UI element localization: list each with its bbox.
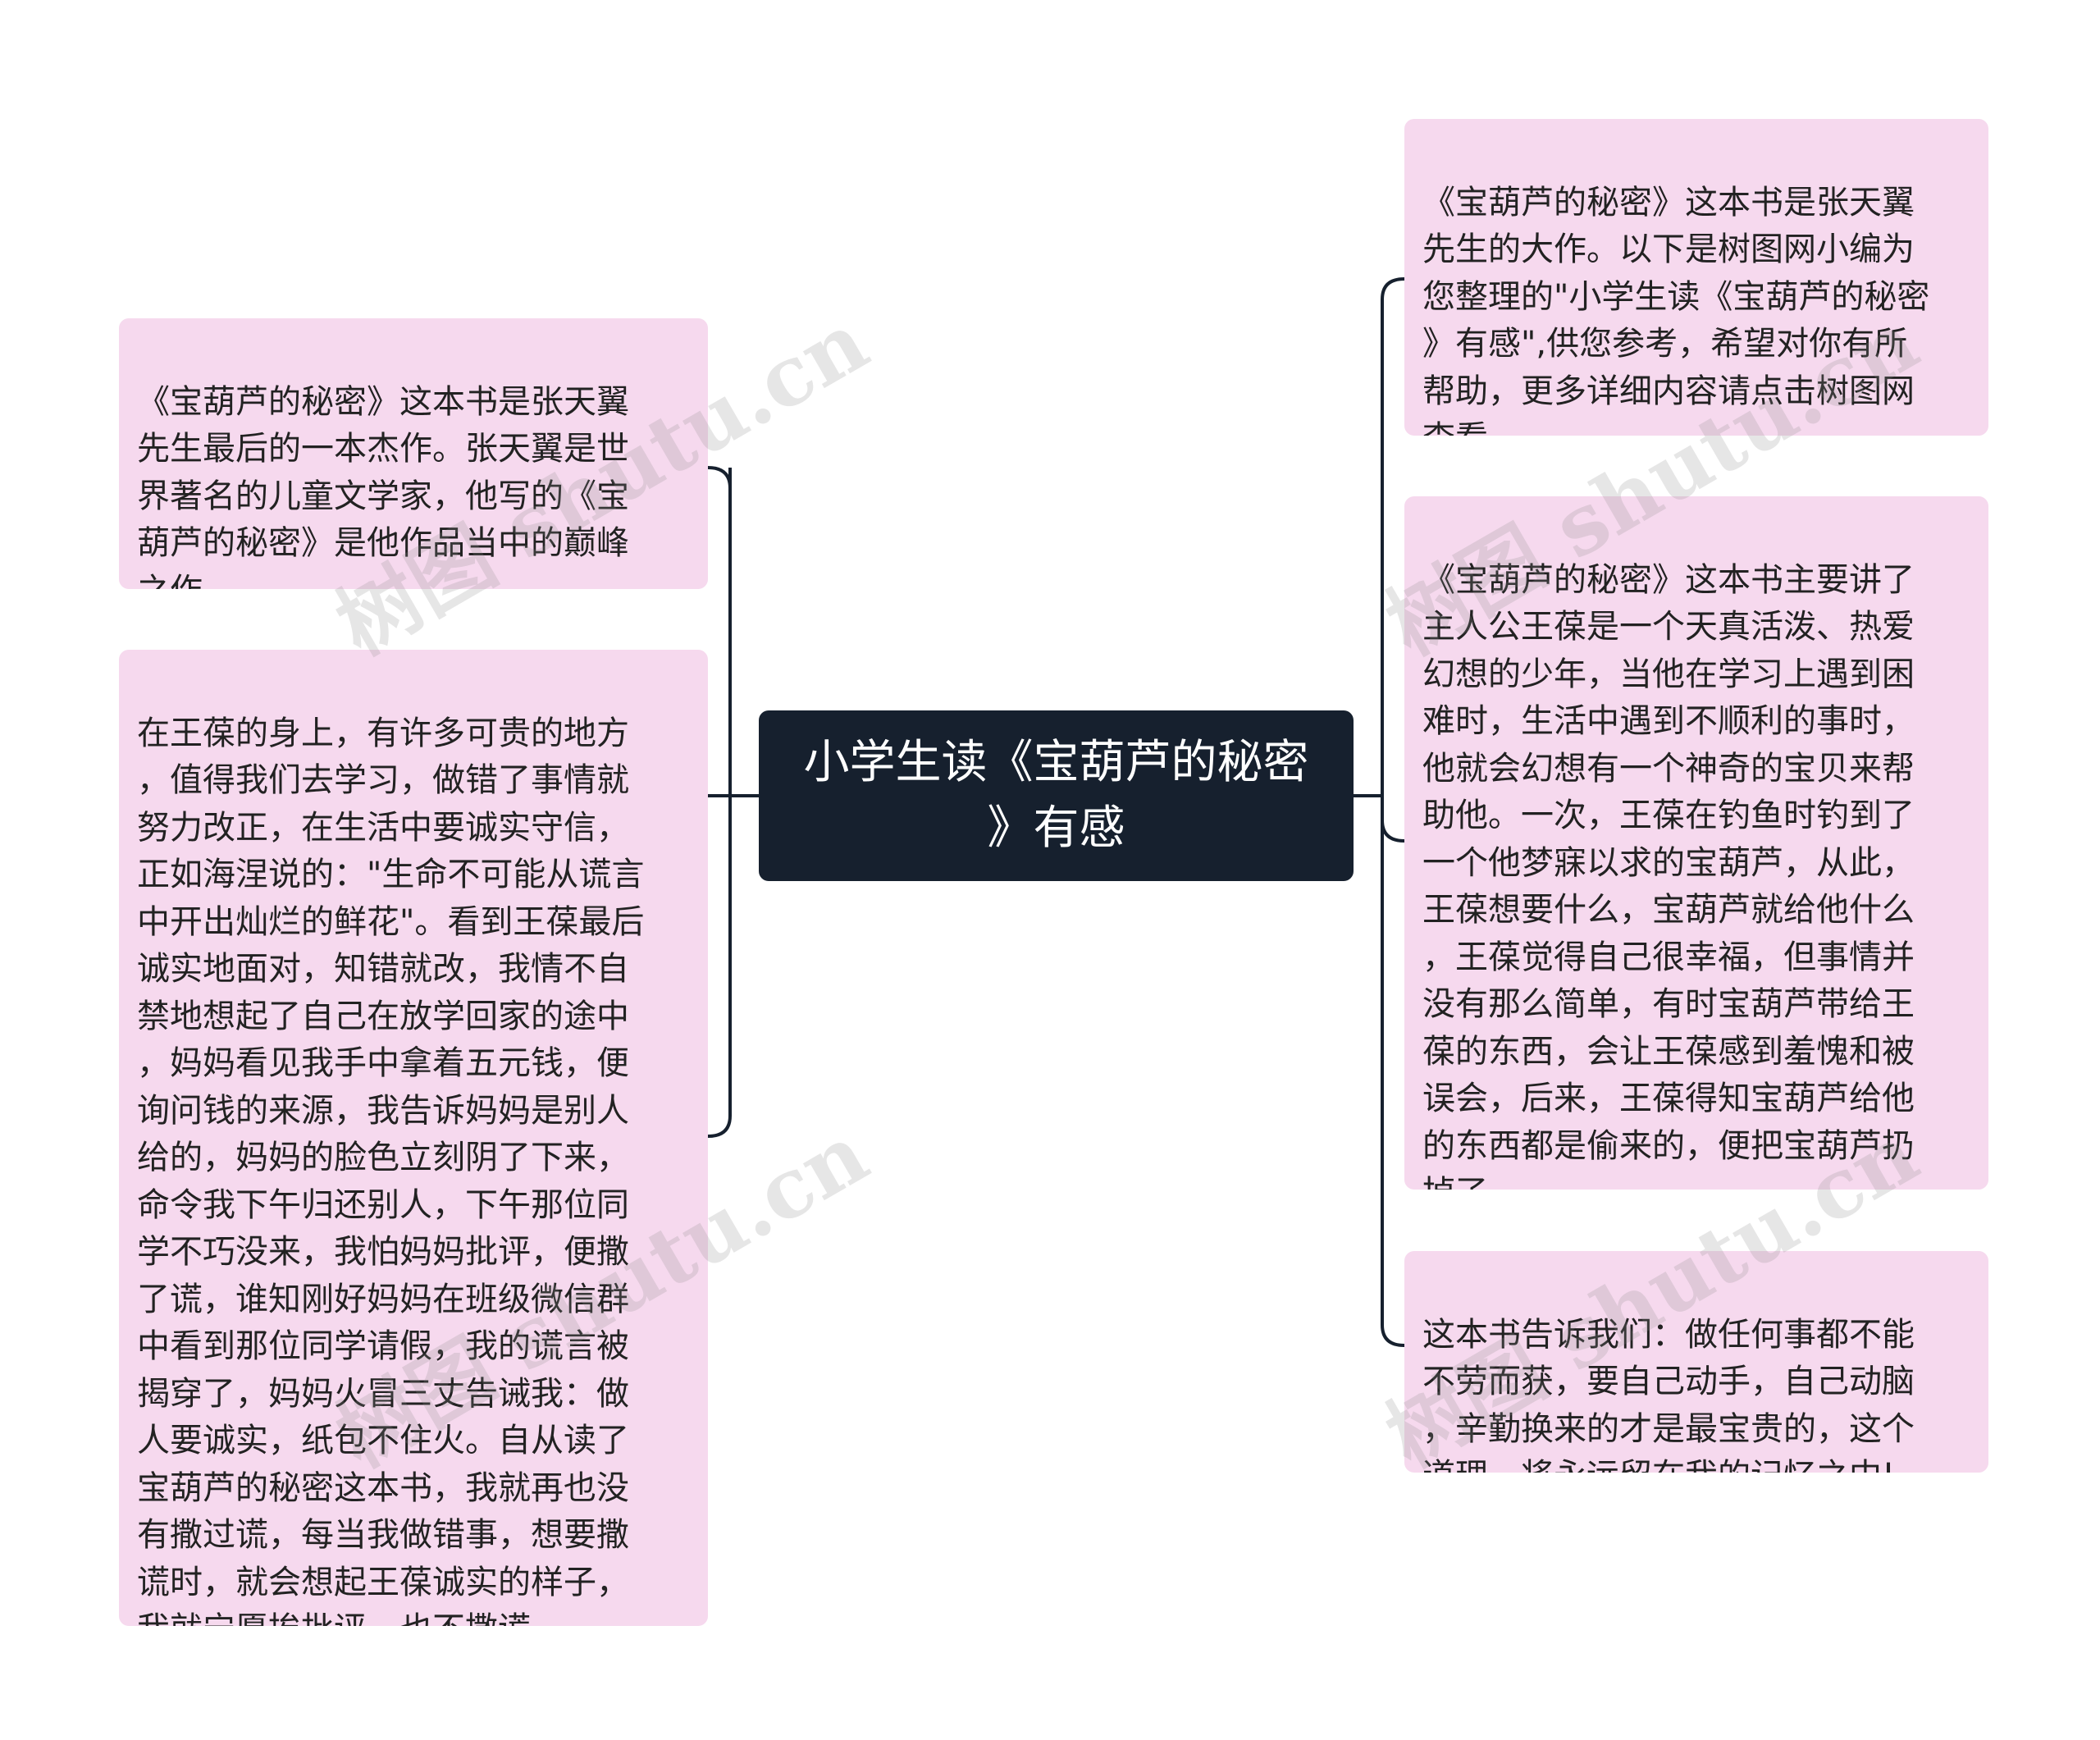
connector-right-branch-2 — [1381, 820, 1405, 843]
left-node-1[interactable]: 《宝葫芦的秘密》这本书是张天翼 先生最后的一本杰作。张天翼是世 界著名的儿童文学… — [119, 318, 708, 589]
right-node-2-text: 《宝葫芦的秘密》这本书主要讲了 主人公王葆是一个天真活泼、热爱 幻想的少年，当他… — [1422, 560, 1915, 1190]
right-node-3-text: 这本书告诉我们：做任何事都不能 不劳而获，要自己动手，自己动脑 ，辛勤换来的才是… — [1422, 1315, 1915, 1473]
right-node-1[interactable]: 《宝葫芦的秘密》这本书是张天翼 先生的大作。以下是树图网小编为 您整理的"小学生… — [1404, 119, 1988, 436]
right-node-3[interactable]: 这本书告诉我们：做任何事都不能 不劳而获，要自己动手，自己动脑 ，辛勤换来的才是… — [1404, 1251, 1988, 1473]
right-node-2[interactable]: 《宝葫芦的秘密》这本书主要讲了 主人公王葆是一个天真活泼、热爱 幻想的少年，当他… — [1404, 496, 1988, 1190]
connector-left-spine — [707, 466, 732, 1138]
left-node-1-text: 《宝葫芦的秘密》这本书是张天翼 先生最后的一本杰作。张天翼是世 界著名的儿童文学… — [137, 382, 629, 590]
connector-right-spine — [1381, 277, 1405, 1347]
left-node-2[interactable]: 在王葆的身上，有许多可贵的地方 ，值得我们去学习，做错了事情就 努力改正，在生活… — [119, 650, 708, 1626]
left-node-2-text: 在王葆的身上，有许多可贵的地方 ，值得我们去学习，做错了事情就 努力改正，在生活… — [137, 714, 645, 1627]
root-node[interactable]: 小学生读《宝葫芦的秘密 》有感 — [759, 710, 1354, 881]
root-node-label: 小学生读《宝葫芦的秘密 》有感 — [803, 736, 1309, 855]
right-node-1-text: 《宝葫芦的秘密》这本书是张天翼 先生的大作。以下是树图网小编为 您整理的"小学生… — [1422, 183, 1930, 436]
